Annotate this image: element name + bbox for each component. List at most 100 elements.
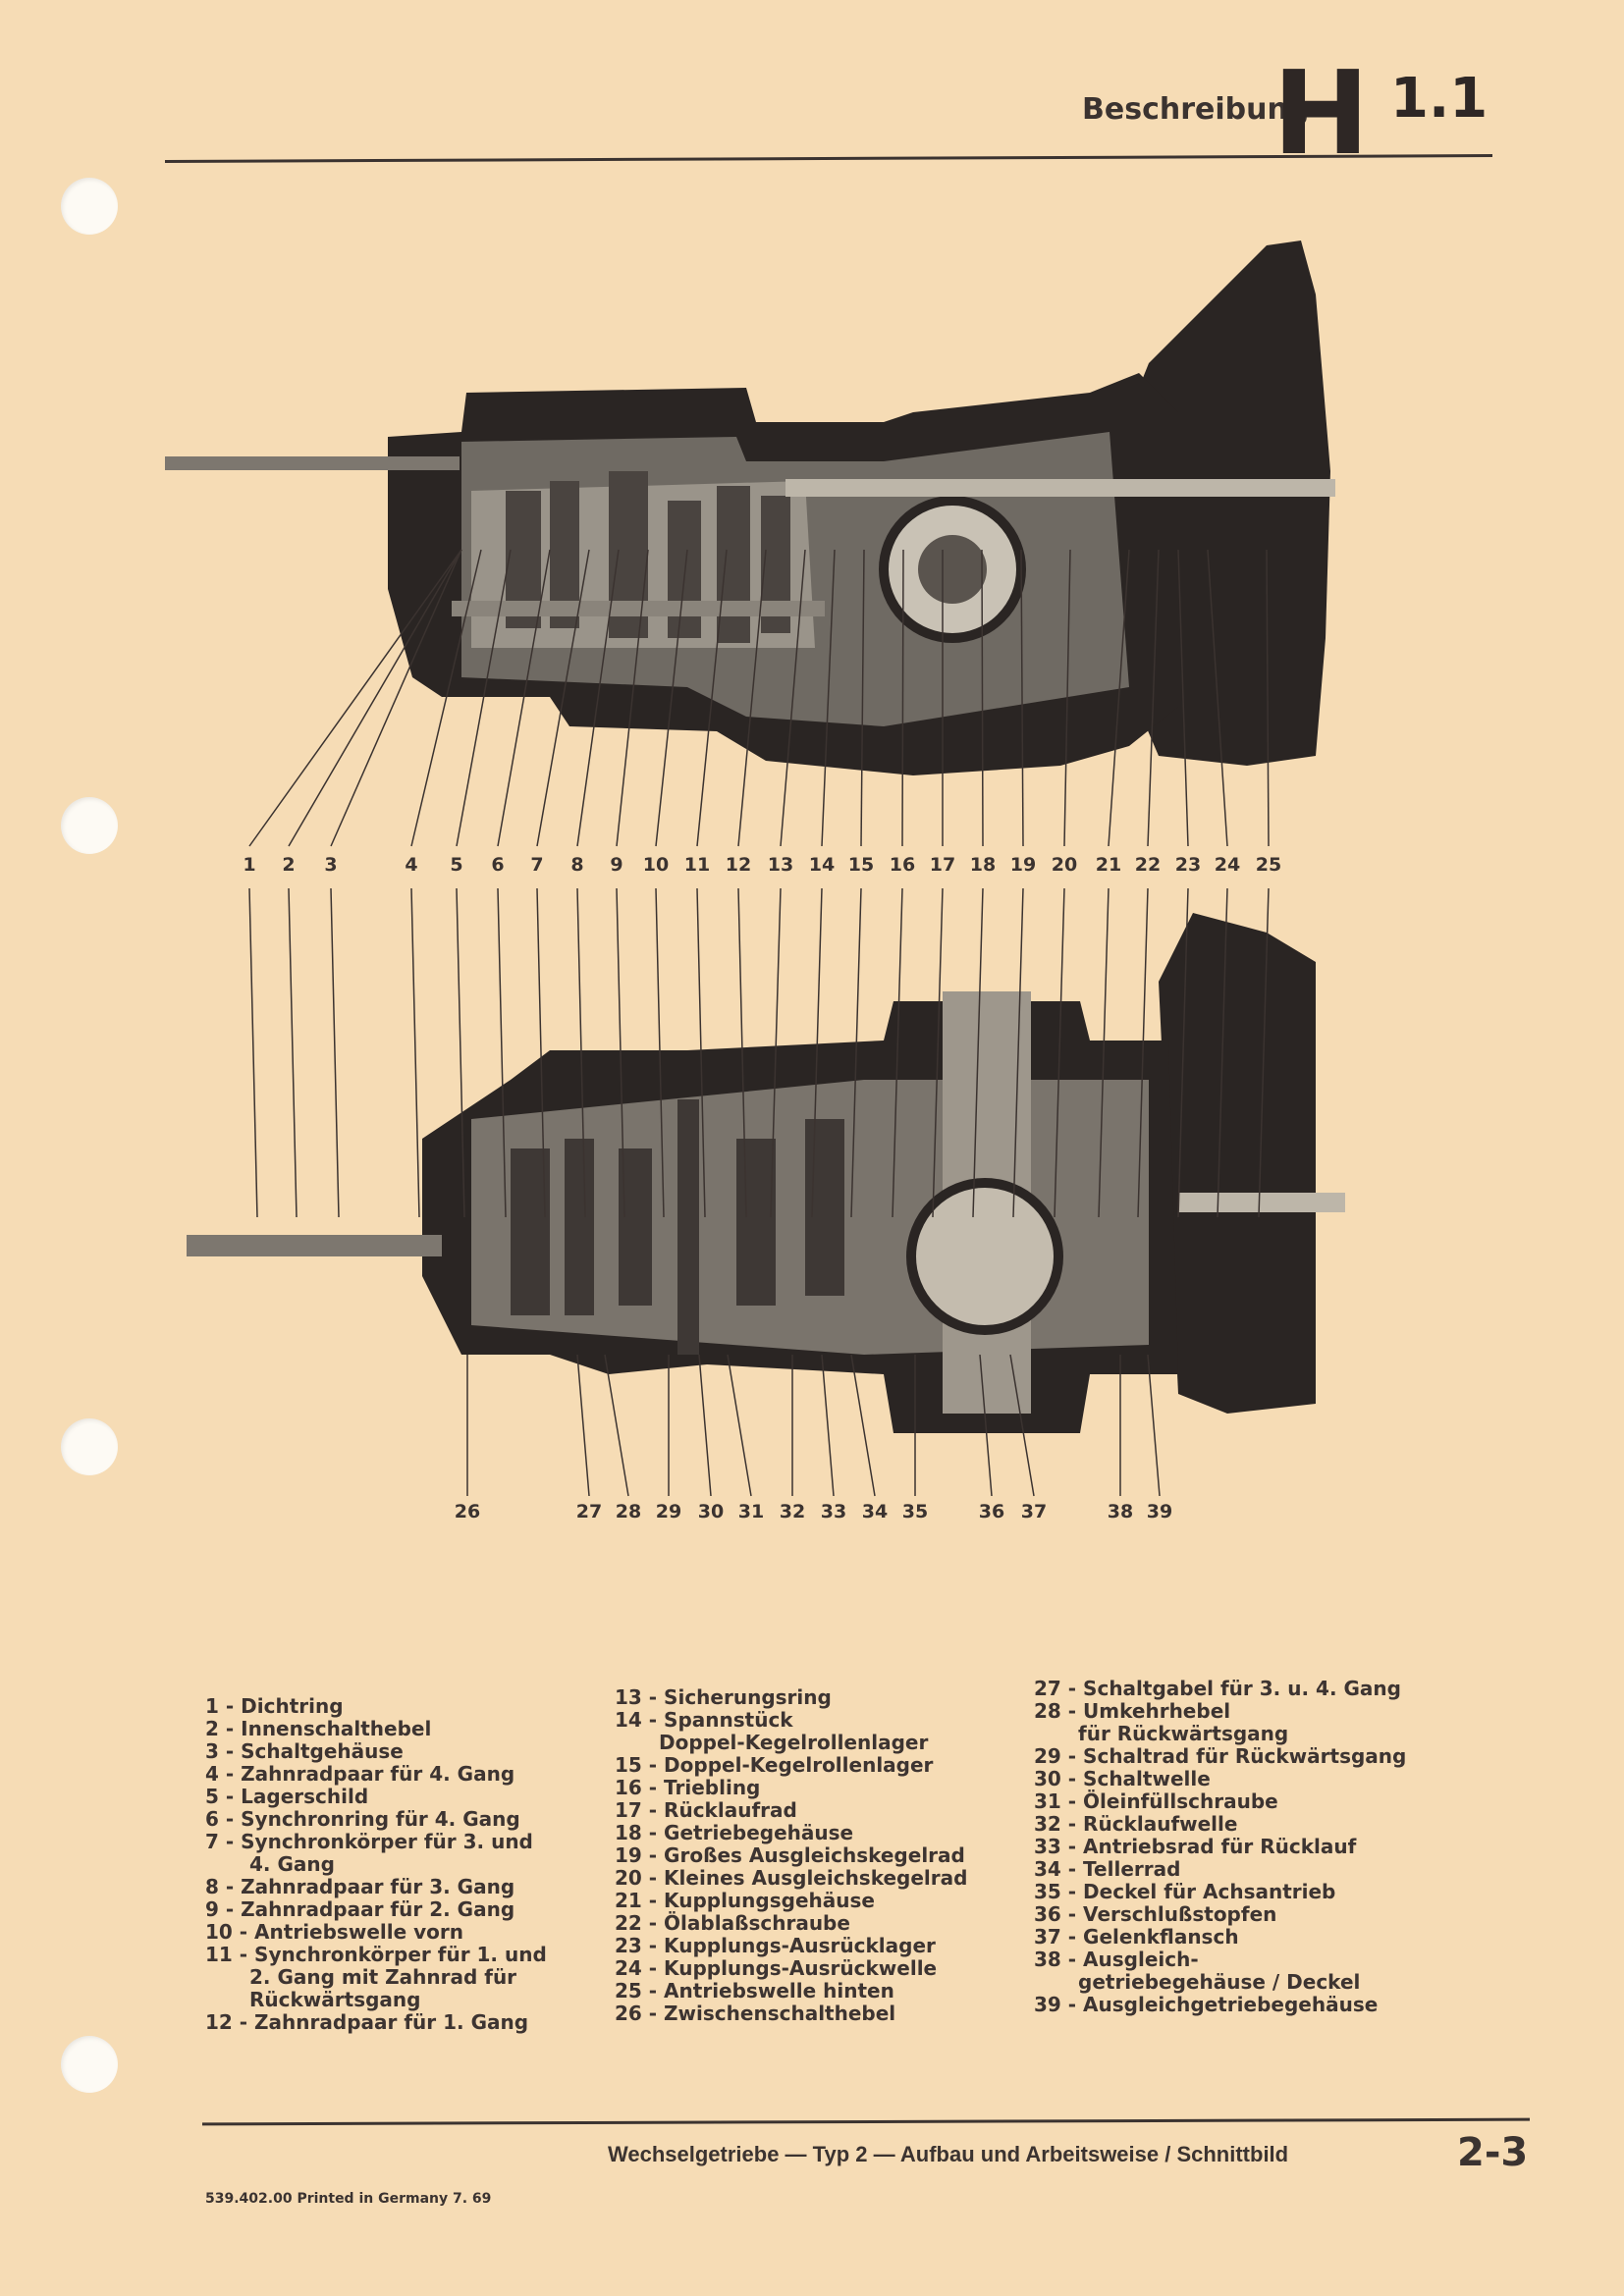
leader-line <box>576 887 586 1218</box>
footer-title: Wechselgetriebe — Typ 2 — Aufbau und Arb… <box>608 2142 1289 2166</box>
legend-item: 19 - Großes Ausgleichskegelrad <box>615 1843 965 1867</box>
leader-line <box>616 549 649 847</box>
leader-line <box>1098 887 1110 1218</box>
leader-line <box>1063 549 1071 847</box>
leader-line <box>821 549 836 847</box>
footer-rule <box>201 2117 1531 2126</box>
leader-line <box>727 1354 752 1497</box>
legend-item: 34 - Tellerrad <box>1034 1857 1181 1881</box>
legend-item: 38 - Ausgleich- <box>1034 1948 1199 1971</box>
callout-number: 33 <box>821 1501 846 1522</box>
leader-line <box>1009 1354 1035 1497</box>
callout-number: 2 <box>282 854 295 876</box>
leader-line <box>892 887 903 1218</box>
legend-item: 36 - Verschlußstopfen <box>1034 1902 1277 1926</box>
punch-hole <box>61 2036 118 2093</box>
punch-hole <box>61 797 118 854</box>
section-label: Beschreibung <box>1082 92 1310 127</box>
legend-item-continuation: getriebegehäuse / Deckel <box>1078 1970 1361 1994</box>
legend-item: 39 - Ausgleichgetriebegehäuse <box>1034 1993 1379 2016</box>
legend-item: 35 - Deckel für Achsantrieb <box>1034 1880 1336 1903</box>
callout-number: 34 <box>862 1501 888 1522</box>
callout-number: 39 <box>1147 1501 1172 1522</box>
legend-item: 29 - Schaltrad für Rückwärtsgang <box>1034 1744 1407 1768</box>
leader-line <box>821 1354 835 1497</box>
legend-item: 18 - Getriebegehäuse <box>615 1821 854 1844</box>
callout-number: 5 <box>450 854 462 876</box>
callout-number: 13 <box>768 854 793 876</box>
legend-item: 11 - Synchronkörper für 1. und <box>205 1943 547 1966</box>
page-number: 2-3 <box>1457 2130 1529 2175</box>
bottom-cutaway-view <box>187 913 1345 1433</box>
leader-line <box>248 887 258 1218</box>
legend-item: 33 - Antriebsrad für Rücklauf <box>1034 1835 1357 1858</box>
callout-number: 16 <box>890 854 915 876</box>
leader-line <box>698 1354 712 1497</box>
punch-hole <box>61 178 118 235</box>
leader-line <box>616 887 625 1218</box>
callout-number: 3 <box>324 854 337 876</box>
leader-line <box>576 1354 590 1497</box>
callout-leader-lines <box>248 549 1270 1497</box>
callout-number: 27 <box>576 1501 602 1522</box>
legend-item-continuation: 4. Gang <box>249 1852 335 1876</box>
callout-number: 23 <box>1175 854 1201 876</box>
leader-line <box>932 887 944 1218</box>
callout-number: 28 <box>616 1501 641 1522</box>
leader-line <box>811 887 823 1218</box>
leader-line <box>1207 549 1228 847</box>
callout-number: 10 <box>643 854 669 876</box>
callout-number: 32 <box>780 1501 805 1522</box>
callout-number: 15 <box>848 854 874 876</box>
legend-item: 15 - Doppel-Kegelrollenlager <box>615 1753 934 1777</box>
callout-number: 38 <box>1108 1501 1133 1522</box>
leader-line <box>497 549 551 847</box>
leader-line <box>410 887 420 1218</box>
leader-line <box>979 1354 993 1497</box>
legend-item: 27 - Schaltgabel für 3. u. 4. Gang <box>1034 1677 1401 1700</box>
top-cutaway-view <box>165 240 1335 775</box>
legend-item: 1 - Dichtring <box>205 1694 344 1718</box>
legend-item: 7 - Synchronkörper für 3. und <box>205 1830 533 1853</box>
leader-line <box>497 887 507 1218</box>
leader-line <box>410 549 482 847</box>
leader-line <box>604 1354 629 1497</box>
callout-number: 9 <box>610 854 623 876</box>
callout-number: 30 <box>698 1501 724 1522</box>
callout-number: 18 <box>970 854 996 876</box>
leader-line <box>288 887 298 1218</box>
legend-item-continuation: 2. Gang mit Zahnrad für <box>249 1965 517 1989</box>
leader-line <box>288 549 462 847</box>
callout-number: 29 <box>656 1501 681 1522</box>
legend-item: 31 - Öleinfüllschraube <box>1034 1789 1278 1813</box>
leader-line <box>576 549 620 847</box>
callout-number: 19 <box>1010 854 1036 876</box>
callout-number: 25 <box>1256 854 1281 876</box>
leader-line <box>1258 887 1270 1218</box>
leader-line <box>655 549 688 847</box>
callout-number: 24 <box>1215 854 1240 876</box>
legend-item: 10 - Antriebswelle vorn <box>205 1920 463 1944</box>
legend-item: 5 - Lagerschild <box>205 1785 369 1808</box>
callout-number: 6 <box>491 854 504 876</box>
legend-item: 3 - Schaltgehäuse <box>205 1739 404 1763</box>
callout-number: 36 <box>979 1501 1004 1522</box>
callout-number: 37 <box>1021 1501 1047 1522</box>
leader-line <box>1177 887 1189 1218</box>
callout-number: 7 <box>530 854 543 876</box>
callout-number: 12 <box>726 854 751 876</box>
legend-item: 13 - Sicherungsring <box>615 1685 832 1709</box>
leader-line <box>981 549 984 847</box>
leader-line <box>696 887 706 1218</box>
leader-line <box>850 1354 876 1497</box>
leader-line <box>248 549 462 847</box>
leader-line <box>330 549 462 847</box>
leader-line <box>330 887 340 1218</box>
legend-item: 25 - Antriebswelle hinten <box>615 1979 894 2002</box>
leader-line <box>737 887 747 1218</box>
leader-line <box>901 549 904 847</box>
